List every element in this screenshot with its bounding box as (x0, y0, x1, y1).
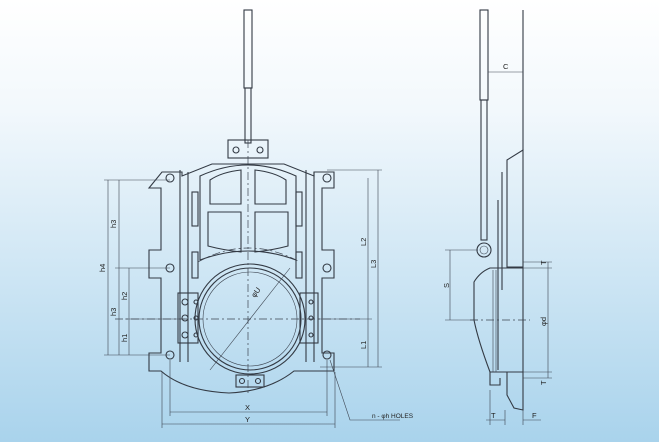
dim-F: F (532, 411, 537, 420)
dim-h3-lower: h3 (109, 308, 118, 316)
right-dimensions (318, 169, 382, 368)
bottom-dimensions (161, 359, 400, 428)
holes-label: n - φh HOLES (372, 413, 414, 420)
front-view: h4 h3 h2 h3 h1 L2 L3 L1 φU X Y n - φh HO… (98, 9, 414, 428)
dim-L3: L3 (369, 260, 378, 268)
dim-d: φd (539, 317, 548, 326)
side-dimensions (445, 249, 552, 425)
dim-Y: Y (245, 415, 250, 424)
side-view: C S φd T T T F (442, 9, 552, 425)
dim-T-top: T (539, 260, 548, 265)
dim-T-base: T (491, 411, 496, 420)
dim-h1: h1 (120, 334, 129, 342)
dim-C: C (503, 62, 509, 71)
dim-h4: h4 (98, 264, 107, 272)
dim-L1: L1 (359, 341, 368, 349)
dim-S: S (442, 283, 451, 288)
dim-X: X (245, 403, 250, 412)
dim-T-bottom: T (539, 380, 548, 385)
dim-h2: h2 (120, 292, 129, 300)
left-dimensions (104, 179, 185, 356)
bolt-holes (165, 173, 332, 360)
dim-h3-upper: h3 (109, 220, 118, 228)
dim-L2: L2 (359, 238, 368, 246)
